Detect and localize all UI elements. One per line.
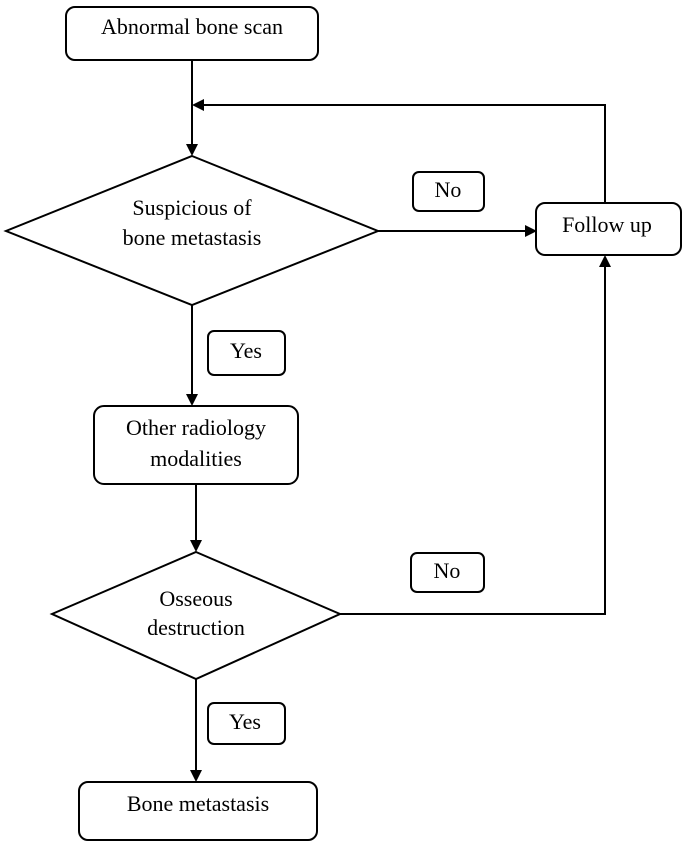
label-suspicious-no-text: No [435,177,462,202]
label-suspicious-yes: Yes [207,330,286,376]
label-osseous-no-text: No [434,558,461,583]
label-suspicious-yes-text: Yes [230,338,262,363]
label-osseous-yes: Yes [207,702,286,745]
node-abnormal-bone-scan: Abnormal bone scan [65,6,319,61]
node-bone-metastasis-label: Bone metastasis [127,791,269,816]
node-osseous-line1: Osseous [159,586,232,611]
node-abnormal-bone-scan-label: Abnormal bone scan [101,14,283,39]
node-suspicious-line1: Suspicious of [132,195,252,220]
node-osseous-line2: destruction [147,615,245,640]
node-other-radiology-line2: modalities [150,446,242,471]
node-suspicious-decision: Suspicious of bone metastasis [3,154,381,307]
node-other-radiology-line1: Other radiology [126,415,266,440]
edge-follow-up-loop-back [192,99,606,202]
label-suspicious-no: No [412,171,485,212]
label-osseous-no: No [410,552,485,593]
node-follow-up: Follow up [535,202,682,256]
edges [186,61,611,782]
node-follow-up-label: Follow up [562,212,652,237]
edge-osseous-no-to-follow-up [340,255,611,615]
node-suspicious-line2: bone metastasis [123,225,262,250]
label-osseous-yes-text: Yes [229,709,261,734]
node-bone-metastasis: Bone metastasis [78,781,318,841]
node-osseous-decision: Osseous destruction [49,550,343,681]
node-other-radiology: Other radiology modalities [93,405,299,485]
